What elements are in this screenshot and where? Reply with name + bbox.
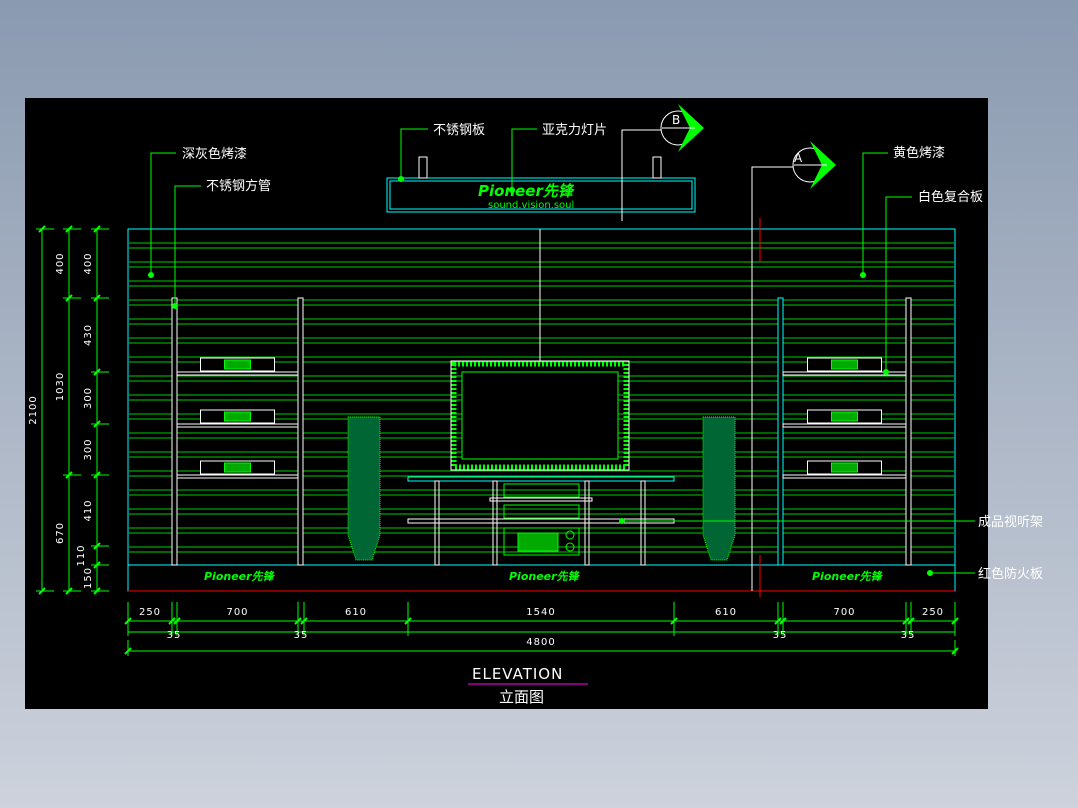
cad-canvas: Pioneer先锋 Pioneer先锋 Pioneer先锋 Pioneer先锋 … — [25, 98, 1043, 709]
dim-label: 610 — [345, 607, 367, 618]
dim-label: 410 — [83, 499, 94, 521]
section-marker-b: B — [621, 104, 704, 221]
dim-label: 300 — [83, 438, 94, 460]
title-cn: 立面图 — [499, 688, 544, 706]
label-white-board: 白色复合板 — [918, 189, 983, 205]
shelf — [176, 474, 299, 479]
marker-a-label: A — [794, 151, 803, 165]
label-yellow-lacquer: 黄色烤漆 — [893, 145, 945, 161]
stainless-posts — [171, 297, 912, 566]
svg-text:Pioneer先锋: Pioneer先锋 — [509, 570, 581, 583]
label-dark-gray-lacquer: 深灰色烤漆 — [182, 146, 247, 162]
shelf — [782, 423, 907, 428]
dim-label: 610 — [715, 607, 737, 618]
shelf — [782, 474, 907, 479]
dim-label: 150 — [83, 567, 94, 589]
dim-label: 430 — [83, 324, 94, 346]
shelf — [782, 371, 907, 376]
tv — [450, 229, 630, 471]
post — [171, 297, 178, 566]
shelf — [176, 371, 299, 376]
sign-brand: Pioneer先锋 — [478, 182, 575, 200]
dim-label: 110 — [76, 544, 87, 566]
dim-label: 300 — [83, 387, 94, 409]
label-stainless-plate: 不锈钢板 — [433, 123, 485, 138]
post — [777, 297, 784, 566]
sign-slogan: sound.vision.soul — [488, 200, 574, 211]
post — [905, 297, 912, 566]
section-marker-a: A — [751, 141, 836, 591]
dim-label: 700 — [833, 607, 855, 618]
label-av-cabinet: 成品视听架 — [978, 515, 1043, 530]
label-acrylic-light: 亚克力灯片 — [542, 123, 607, 138]
dim-label: 400 — [55, 252, 66, 274]
dim-label: 250 — [922, 607, 944, 618]
dim-label: 35 — [901, 630, 916, 641]
av-cabinet — [407, 476, 675, 566]
label-fireproof-board: 红色防火板 — [978, 566, 1043, 582]
baseboard-logos: Pioneer先锋 Pioneer先锋 Pioneer先锋 — [204, 570, 884, 583]
dim-label: 4800 — [526, 637, 555, 648]
dim-label: 35 — [294, 630, 309, 641]
shelves — [176, 357, 907, 479]
dim-label: 35 — [167, 630, 182, 641]
pioneer-sign: Pioneer先锋 sound.vision.soul — [386, 156, 696, 213]
label-stainless-tube: 不锈钢方管 — [206, 178, 271, 194]
dim-label: 2100 — [28, 395, 39, 424]
post — [297, 297, 304, 566]
dim-label: 700 — [226, 607, 248, 618]
speakers — [347, 416, 736, 561]
dim-label: 400 — [83, 252, 94, 274]
marker-b-label: B — [672, 113, 680, 127]
dim-label: 250 — [139, 607, 161, 618]
dim-label: 1540 — [526, 607, 555, 618]
svg-text:Pioneer先锋: Pioneer先锋 — [204, 570, 276, 583]
shelf — [176, 423, 299, 428]
title-elevation: ELEVATION — [472, 665, 563, 683]
svg-text:Pioneer先锋: Pioneer先锋 — [812, 570, 884, 583]
dim-label: 1030 — [55, 372, 66, 401]
dim-label: 35 — [773, 630, 788, 641]
dim-label: 670 — [55, 522, 66, 544]
